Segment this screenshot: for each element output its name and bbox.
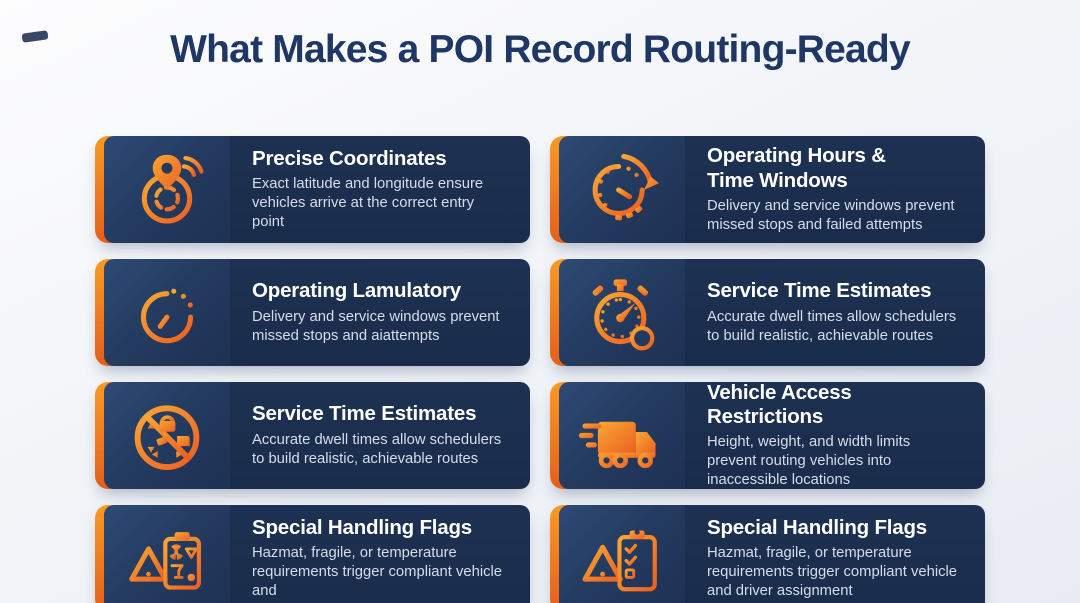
- pin-target-icon: [133, 154, 204, 232]
- card-special-handling-flags-2: Special Handling Flags Hazmat, fragile, …: [550, 505, 985, 603]
- clock-target-icon: [135, 280, 199, 353]
- card-grid: Precise Coordinates Exact latitude and l…: [95, 136, 985, 603]
- card-operating-hours: Operating Hours & Time Windows Delivery …: [550, 136, 985, 243]
- card-title: Service Time Estimates: [252, 402, 477, 426]
- card-title: Special Handling Flags: [707, 516, 928, 539]
- card-service-time-estimates-2: Service Time Estimates Accurate dwell ti…: [95, 382, 530, 489]
- card-title: Precise Coordinates: [252, 147, 447, 170]
- card-body: Accurate dwell times allow schedulers to…: [707, 308, 957, 344]
- card-body: Accurate dwell times allow schedulers to…: [252, 431, 502, 467]
- page-title: What Makes a POI Record Routing-Ready: [170, 28, 911, 71]
- card-body: Delivery and service windows prevent mis…: [707, 197, 955, 233]
- no-dimensions-icon: [134, 404, 200, 470]
- card-title: Operating Lamulatory: [252, 279, 462, 303]
- card-body: Hazmat, fragile, or temperature requirem…: [252, 545, 503, 600]
- stopwatch-icon: [592, 278, 655, 350]
- card-title: Special Handling Flags: [252, 516, 473, 539]
- card-operating-lamulatory: Operating Lamulatory Delivery and servic…: [95, 259, 530, 366]
- card-title: Vehicle Access Restrictions: [707, 382, 852, 429]
- truck-icon: [559, 382, 685, 489]
- card-vehicle-access-restrictions: Vehicle Access Restrictions Height, weig…: [550, 382, 985, 489]
- card-title: Service Time Estimates: [707, 279, 932, 303]
- checklist-warning-icon: [582, 529, 657, 591]
- card-title: Operating Hours & Time Windows: [707, 144, 886, 192]
- clock-refresh-icon: [592, 153, 659, 220]
- card-precise-coordinates: Precise Coordinates Exact latitude and l…: [95, 136, 530, 243]
- card-service-time-estimates: Service Time Estimates Accurate dwell ti…: [550, 259, 985, 366]
- card-body: Hazmat, fragile, or temperature requirem…: [707, 545, 958, 600]
- card-body: Height, weight, and width limits prevent…: [707, 434, 911, 489]
- card-body: Delivery and service windows prevent mis…: [252, 308, 500, 344]
- hazard-clipboard-icon: [129, 531, 202, 590]
- card-special-handling-flags: Special Handling Flags Hazmat, fragile, …: [95, 505, 530, 603]
- card-body: Exact latitude and longitude ensure vehi…: [252, 176, 484, 231]
